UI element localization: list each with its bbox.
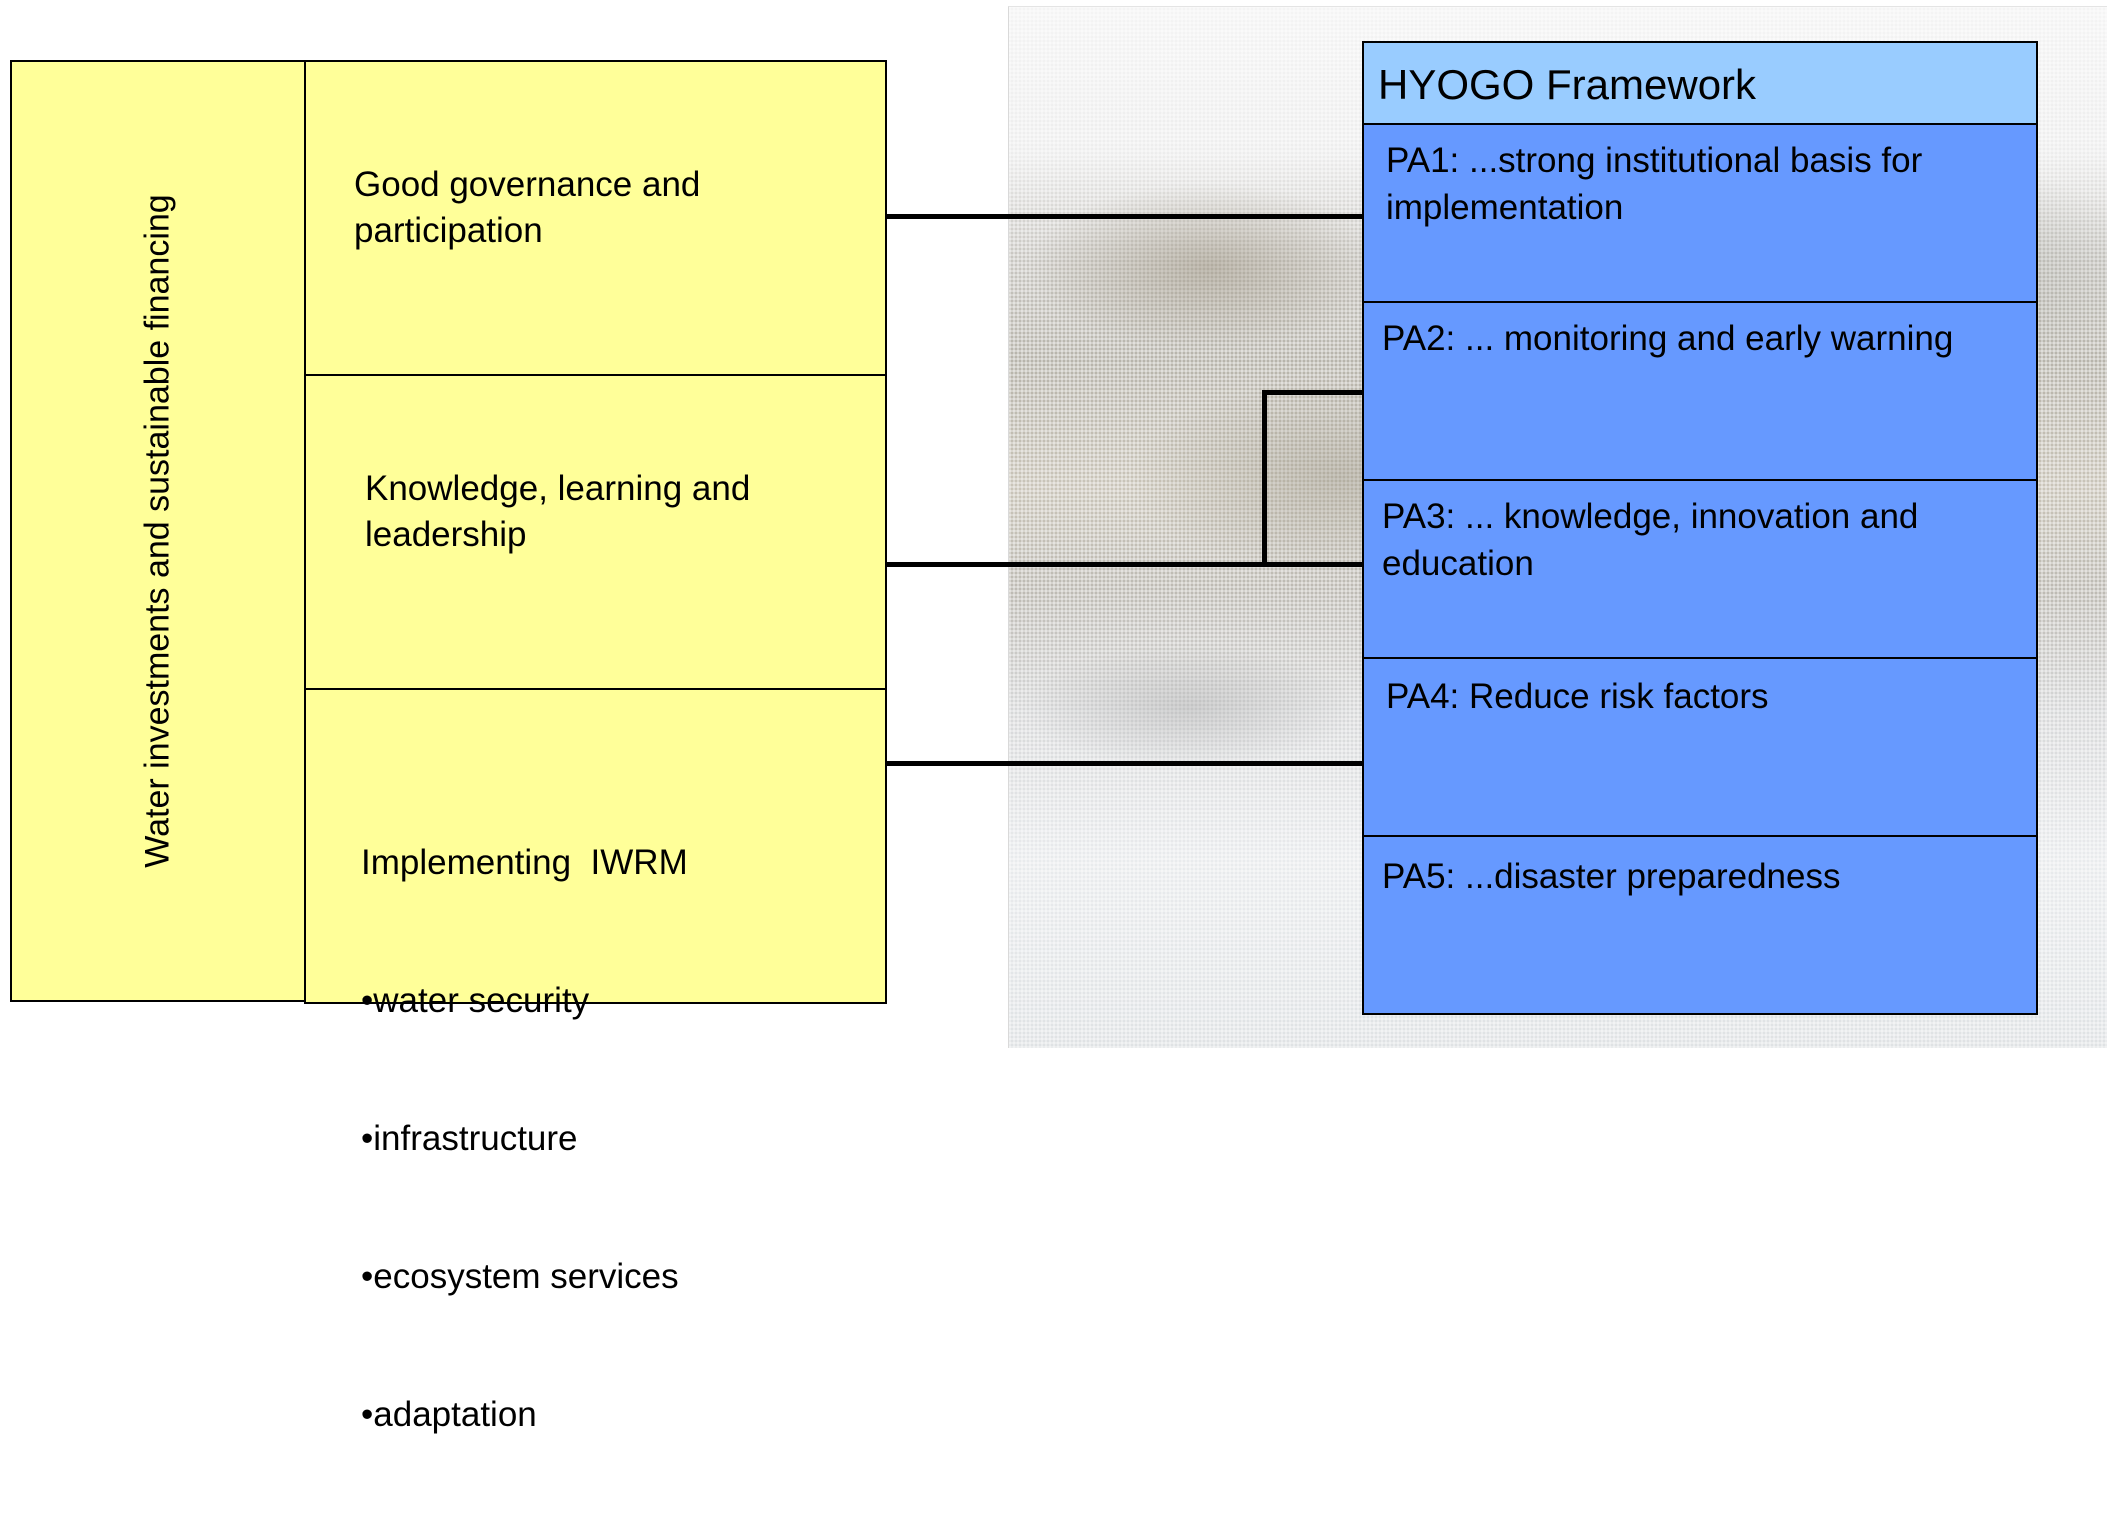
pillar-iwrm-content: Implementing IWRM •water security •infra… [361,748,841,1530]
connector-governance-pa1 [887,214,1364,219]
priority-pa5: PA5: ...disaster preparedness [1362,835,2038,1015]
bullet-icon: • [361,1257,374,1296]
bullet-icon: • [361,981,374,1020]
priority-pa3-text: PA3: ... knowledge, innovation and educa… [1382,497,1919,583]
priority-pa5-text: PA5: ...disaster preparedness [1382,857,1841,896]
priority-pa1-text: PA1: ...strong institutional basis for i… [1386,141,1923,227]
water-investments-column: Water investments and sustainable financ… [10,60,306,1002]
list-item: •infrastructure [361,1119,578,1158]
water-investments-label: Water investments and sustainable financ… [138,194,177,868]
pillar-iwrm: Implementing IWRM •water security •infra… [304,688,887,1434]
priority-pa3: PA3: ... knowledge, innovation and educa… [1362,479,2038,659]
priority-pa4: PA4: Reduce risk factors [1362,657,2038,837]
pillar-governance-title: Good governance and participation [354,165,701,250]
hyogo-framework-header: HYOGO Framework [1362,41,2038,125]
pillar-governance: Good governance and participation [304,60,887,376]
connector-knowledge-pa3 [887,562,1364,567]
list-item: •water security [361,981,590,1020]
pillar-knowledge-title: Knowledge, learning and leadership [365,469,751,554]
bullet-icon: • [361,1395,374,1434]
connector-iwrm-pa4 [887,761,1364,766]
priority-pa2-text: PA2: ... monitoring and early warning [1382,319,1954,358]
pillar-knowledge: Knowledge, learning and leadership [304,374,887,690]
priority-pa2: PA2: ... monitoring and early warning [1362,301,2038,481]
pillar-iwrm-title: Implementing IWRM [361,843,688,882]
list-item: •adaptation [361,1395,537,1434]
connector-knowledge-vertical [1262,390,1267,567]
priority-pa4-text: PA4: Reduce risk factors [1386,677,1769,716]
list-item: •ecosystem services [361,1257,679,1296]
bullet-icon: • [361,1119,374,1158]
priority-pa1: PA1: ...strong institutional basis for i… [1362,123,2038,303]
connector-knowledge-pa2 [1262,390,1364,395]
